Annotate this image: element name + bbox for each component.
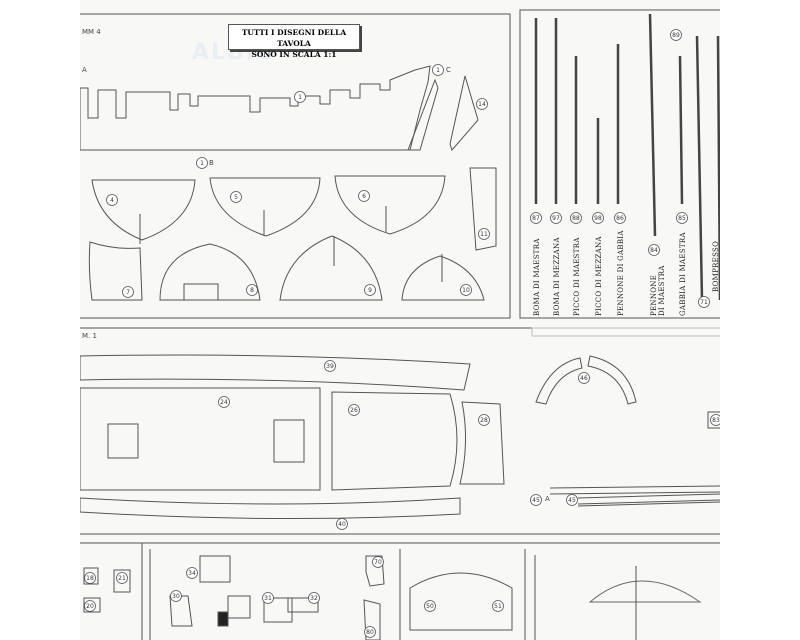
- spar-label-85: GABBIA DI MAESTRA: [679, 232, 687, 316]
- spar-label-97: BOMA DI MEZZANA: [553, 237, 561, 316]
- num-45a: 45: [532, 497, 540, 504]
- num-7: 7: [126, 289, 130, 296]
- num-11: 11: [480, 231, 488, 238]
- num-26: 26: [350, 407, 358, 414]
- num-46: 46: [580, 375, 588, 382]
- num-40: 40: [338, 521, 346, 528]
- frame-4: [91, 179, 196, 241]
- num-28: 28: [480, 417, 488, 424]
- keel-part-1: [80, 65, 431, 151]
- deck-part-40: [80, 497, 461, 520]
- tag-m1: M. 1: [82, 332, 97, 340]
- num-34: 34: [188, 570, 196, 577]
- num-32: 32: [310, 595, 318, 602]
- num-21: 21: [118, 575, 126, 582]
- frame-7: [88, 241, 143, 301]
- left-margin: [0, 0, 80, 640]
- tag-a2: A: [545, 495, 550, 503]
- spar-num-88: 88: [572, 215, 580, 222]
- part-50-51: [409, 572, 513, 631]
- title-note: TUTTI I DISEGNI DELLA TAVOLA SONO IN SCA…: [228, 24, 360, 59]
- spar-num-84: 84: [650, 247, 658, 254]
- num-50: 50: [426, 603, 434, 610]
- spar-num-98: 98: [594, 215, 602, 222]
- num-6: 6: [362, 193, 366, 200]
- frame-8: [159, 243, 261, 301]
- spar-label-86: PENNONE DI GABBIA: [617, 230, 625, 316]
- num-70: 70: [374, 559, 382, 566]
- num-4: 4: [110, 197, 114, 204]
- panel-decks: [80, 327, 720, 535]
- frame-10: [401, 255, 485, 301]
- num-14: 14: [478, 101, 486, 108]
- num-31: 31: [264, 595, 272, 602]
- num-51: 51: [494, 603, 502, 610]
- arch-46-left: [535, 357, 583, 405]
- deck-part-24: [80, 387, 321, 491]
- title-note-line2: SONO IN SCALA 1:1: [251, 50, 337, 59]
- spar-label-71: BOMPRESSO: [712, 240, 720, 292]
- num-1c: 1: [436, 67, 440, 74]
- panel-spars: [519, 9, 720, 319]
- frame-9: [279, 235, 383, 301]
- spar-label-98: PICCO DI MEZZANA: [595, 236, 603, 316]
- num-9: 9: [368, 287, 372, 294]
- spar-num-85: 85: [678, 215, 686, 222]
- frame-6: [334, 175, 446, 235]
- tag-mm4: MM 4: [82, 28, 101, 36]
- part-70: [365, 555, 385, 587]
- right-margin: [720, 0, 800, 640]
- num-30: 30: [172, 593, 180, 600]
- spar-num-87: 87: [532, 215, 540, 222]
- num-83: 83: [712, 417, 720, 424]
- num-24: 24: [220, 399, 228, 406]
- title-note-line1: TUTTI I DISEGNI DELLA TAVOLA: [241, 28, 347, 48]
- arch-46-right: [587, 355, 637, 405]
- part-83-box: [707, 411, 720, 429]
- plan-sheet: 1 1 1 14 4 5 6 11 7 8 9 10 39 24 26 28 4…: [80, 0, 720, 640]
- num-80: 80: [366, 629, 374, 636]
- num-5: 5: [234, 194, 238, 201]
- spar-label-88: PICCO DI MAESTRA: [573, 237, 581, 316]
- spars-group: [534, 13, 720, 301]
- plan-drawing: 1 1 1 14 4 5 6 11 7 8 9 10 39 24 26 28 4…: [80, 9, 720, 640]
- num-1b: 1: [200, 160, 204, 167]
- spar-label-84: PENNONE DI MAESTRA: [650, 265, 666, 316]
- tag-a: A: [82, 66, 87, 74]
- num-8: 8: [250, 287, 254, 294]
- num-45b: 45: [568, 497, 576, 504]
- deck-part-28: [459, 401, 505, 485]
- num-1: 1: [298, 94, 302, 101]
- frame-11: [469, 167, 497, 251]
- tag-c: C: [446, 66, 451, 74]
- deck-part-39: [80, 354, 471, 391]
- spar-label-87: BOMA DI MAESTRA: [533, 238, 541, 316]
- num-39: 39: [326, 363, 334, 370]
- spar-num-71: 71: [700, 299, 708, 306]
- tag-b: B: [209, 159, 214, 167]
- spar-num-97: 97: [552, 215, 560, 222]
- part-14: [449, 75, 479, 151]
- num-18: 18: [86, 575, 94, 582]
- num-20: 20: [86, 603, 94, 610]
- num-10: 10: [462, 287, 470, 294]
- panel-frames: [80, 13, 511, 319]
- deck-part-26: [331, 391, 458, 491]
- frame-5: [209, 177, 321, 237]
- spar-num-86: 86: [616, 215, 624, 222]
- num-89: 89: [672, 32, 680, 39]
